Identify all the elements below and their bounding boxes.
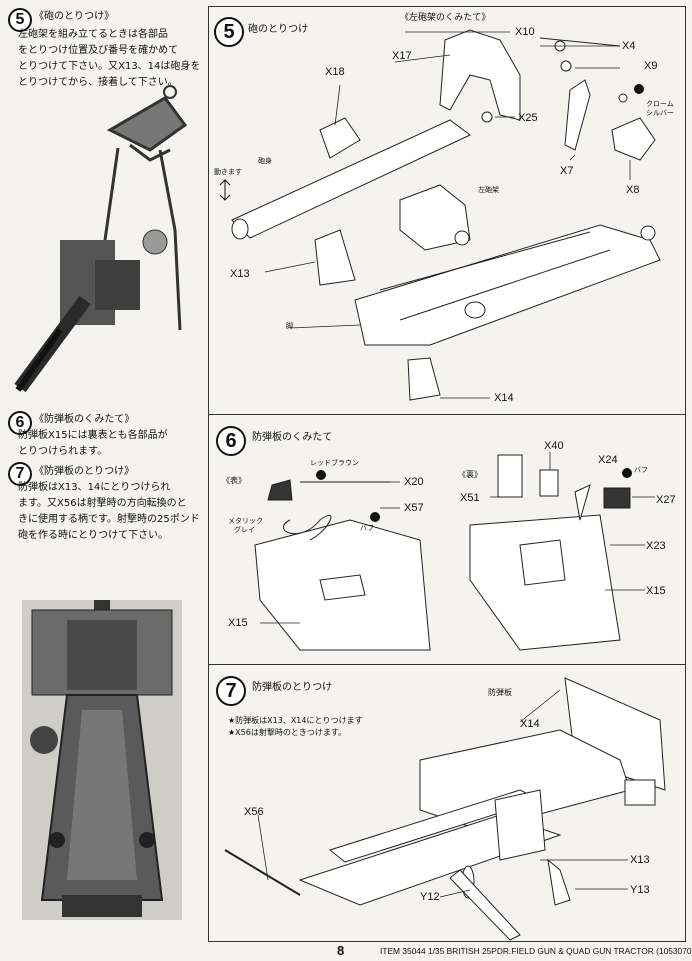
paint-marker-buff [370, 512, 380, 522]
label-x7: X7 [560, 165, 574, 177]
label-x23: X23 [646, 540, 666, 552]
paint-marker-chrome [634, 84, 644, 94]
step-5-line-3: とりつけて下さい。又X13、14は砲身を [18, 61, 201, 72]
label-x4: X4 [622, 40, 636, 52]
label-x9: X9 [644, 60, 658, 72]
panel-7-note-1: ★防弾板はX13、X14にとりつけます [228, 716, 363, 725]
step-6-line-1: 防弾板X15には裏表とも各部品が [18, 430, 168, 441]
step-7-line-4: 砲を作る時にとりつけて下さい。 [18, 530, 169, 541]
label-x40: X40 [544, 440, 564, 452]
label-trail: 脚 [286, 322, 293, 330]
step-6-title: 《防弾板のくみたて》 [34, 414, 135, 425]
label-metallic-grey-2: グレイ [234, 526, 255, 534]
panel-7-number: 7 [216, 676, 246, 706]
step-7-line-3: きに使用する柄です。射撃時の25ポンド [18, 514, 200, 525]
label-buff: バフ [360, 524, 374, 532]
label-x56: X56 [244, 806, 264, 818]
step-5-title: 《砲のとりつけ》 [34, 11, 115, 22]
step-7-line-1: 防弾板はX13、14にとりつけられ [18, 482, 171, 493]
label-x27: X27 [656, 494, 676, 506]
panel-5-number: 5 [214, 17, 244, 47]
label-x17: X17 [392, 50, 412, 62]
panel-7-title: 防弾板のとりつけ [252, 682, 333, 693]
label-shield: 防弾板 [488, 688, 512, 697]
label-x14-panel7: X14 [520, 718, 540, 730]
panel-6-number: 6 [216, 426, 246, 456]
panel-5-subtitle: 《左砲架のくみたて》 [400, 13, 491, 23]
paint-marker-buff-2 [622, 468, 632, 478]
label-x15-front: X15 [228, 617, 248, 629]
page-number: 8 [337, 943, 345, 958]
label-chrome-silver-1: クローム [646, 100, 674, 108]
label-x20: X20 [404, 476, 424, 488]
label-x13-panel7: X13 [630, 854, 650, 866]
paint-marker-red-brown [316, 470, 326, 480]
label-x57: X57 [404, 502, 424, 514]
label-x25: X25 [518, 112, 538, 124]
step-7-number: 7 [8, 462, 32, 486]
step-6-line-2: とりつけられます。 [18, 446, 108, 457]
divider-6-7 [208, 664, 686, 665]
label-left-carriage: 左砲架 [478, 186, 499, 194]
label-back: 《裏》 [458, 470, 482, 479]
label-moves: 動きます [214, 168, 242, 176]
label-front: 《表》 [222, 476, 246, 485]
label-x14: X14 [494, 392, 514, 404]
label-red-brown: レッドブラウン [310, 459, 359, 467]
label-y13: Y13 [630, 884, 650, 896]
step-5-number: 5 [8, 8, 32, 32]
footer-item-text: ITEM 35044 1/35 BRITISH 25PDR.FIELD GUN … [380, 946, 692, 956]
label-x18: X18 [325, 66, 345, 78]
label-chrome-silver-2: シルバー [646, 109, 674, 117]
step-7-title: 《防弾板のとりつけ》 [34, 466, 135, 477]
step-7-line-2: ます。又X56は射撃時の方向転換のと [18, 498, 187, 509]
label-x8: X8 [626, 184, 640, 196]
panel-5-title: 砲のとりつけ [248, 24, 309, 35]
label-x51: X51 [460, 492, 480, 504]
label-y12: Y12 [420, 891, 440, 903]
label-barrel: 砲身 [258, 157, 272, 165]
label-x10: X10 [515, 26, 535, 38]
panel-7-note-2: ★X56は射撃時のときつけます。 [228, 728, 347, 737]
shield-assembly-photo [22, 600, 182, 920]
divider-5-6 [208, 414, 686, 415]
step-5-line-1: 左砲架を組み立てるときは各部品 [18, 29, 168, 40]
label-x24: X24 [598, 454, 618, 466]
step-5-line-2: をとりつけ位置及び番号を確かめて [18, 45, 179, 56]
step-6-number: 6 [8, 411, 32, 435]
instruction-frame [208, 6, 686, 942]
step-5-line-4: とりつけてから、接着して下さい。 [18, 77, 178, 88]
label-x15-back: X15 [646, 585, 666, 597]
panel-6-title: 防弾板のくみたて [252, 432, 333, 443]
label-x13: X13 [230, 268, 250, 280]
label-metallic-grey-1: メタリック [228, 517, 263, 525]
label-buff-2: バフ [634, 466, 648, 474]
